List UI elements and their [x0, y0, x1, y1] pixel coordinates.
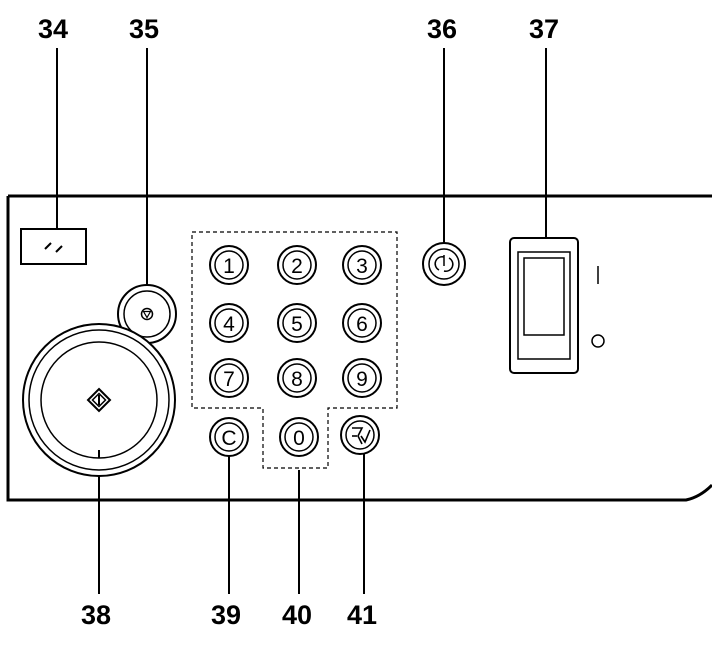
keypad-dashed-outline: [191, 231, 398, 469]
key-6-button[interactable]: [342, 303, 382, 343]
key-0-button[interactable]: [279, 417, 319, 457]
panel-outline: [6, 194, 712, 502]
keypad: [209, 245, 382, 457]
key-7-label: 7: [223, 368, 235, 391]
callout-35: 35: [129, 14, 160, 44]
key-1-label: 1: [223, 255, 235, 278]
interrupt-icon: [434, 255, 454, 272]
diagonal-ticks-icon: [44, 242, 63, 253]
key-1-button[interactable]: [209, 245, 249, 285]
key-4-button[interactable]: [209, 303, 249, 343]
callout-39: 39: [211, 600, 242, 630]
start-button[interactable]: [22, 323, 176, 477]
key-4-label: 4: [223, 313, 235, 336]
key-8-button[interactable]: [277, 358, 317, 398]
key-7-button[interactable]: [209, 358, 249, 398]
key-8-label: 8: [291, 368, 303, 391]
status-button[interactable]: [20, 228, 87, 265]
callout-40: 40: [282, 600, 313, 630]
key-5-button[interactable]: [277, 303, 317, 343]
key-0-label: 0: [293, 427, 305, 450]
clear-button[interactable]: [209, 417, 249, 457]
callout-41: 41: [347, 600, 378, 630]
callout-36: 36: [427, 14, 458, 44]
key-3-label: 3: [356, 255, 368, 278]
callout-34: 34: [38, 14, 69, 44]
stop-triangle-icon: [140, 307, 154, 321]
callout-37: 37: [529, 14, 560, 44]
program-button[interactable]: [340, 415, 380, 455]
callout-38: 38: [81, 600, 112, 630]
power-off-mark: [591, 334, 605, 348]
key-2-button[interactable]: [277, 245, 317, 285]
key-9-label: 9: [356, 368, 368, 391]
key-9-button[interactable]: [342, 358, 382, 398]
power-switch[interactable]: [509, 237, 579, 374]
interrupt-button[interactable]: [422, 242, 466, 286]
key-3-button[interactable]: [342, 245, 382, 285]
program-icon: [352, 427, 371, 445]
clear-label: C: [221, 427, 236, 450]
key-2-label: 2: [291, 255, 303, 278]
key-5-label: 5: [291, 313, 303, 336]
key-6-label: 6: [356, 313, 368, 336]
start-diamond-icon: [86, 387, 112, 413]
